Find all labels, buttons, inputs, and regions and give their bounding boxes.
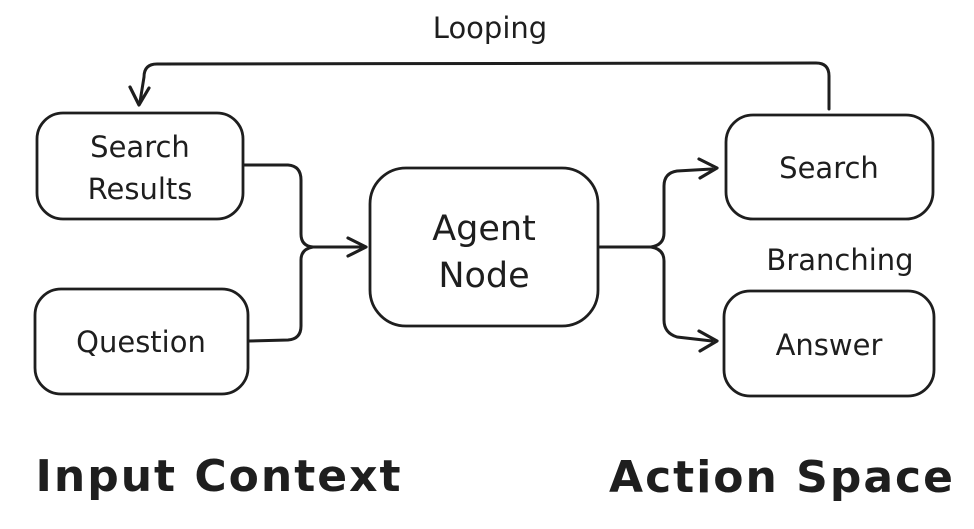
agent-node-label-line1: Agent: [432, 209, 536, 249]
agent-to-search-edge: [649, 167, 714, 249]
agent-to-answer-edge: [649, 245, 714, 343]
agent-in-arrowhead-icon: [346, 236, 368, 258]
answer-in-arrowhead-icon: [697, 329, 719, 353]
search-label: Search: [779, 151, 879, 185]
action-space-caption: Action Space: [609, 452, 955, 503]
agent-node-label-line2: Node: [438, 256, 529, 296]
search-in-arrowhead-icon: [697, 157, 719, 180]
search-node: [724, 113, 935, 221]
nodes-layer: Search Results Question Agent Node Searc…: [33, 111, 936, 398]
question-label: Question: [76, 325, 206, 359]
answer-node: [722, 289, 936, 398]
question-node: [33, 287, 250, 396]
search-results-node: [35, 111, 245, 221]
edges-layer: [128, 61, 831, 353]
search-results-label-line1: Search: [90, 130, 190, 164]
agent-node: [368, 166, 600, 328]
search-results-to-agent-edge: [242, 163, 315, 249]
looping-label: Looping: [433, 11, 547, 45]
search-results-label-line2: Results: [88, 172, 193, 206]
answer-label: Answer: [776, 328, 883, 362]
branching-label: Branching: [766, 243, 913, 277]
question-to-agent-edge: [247, 245, 315, 343]
input-context-caption: Input Context: [36, 451, 403, 502]
looping-arrowhead-icon: [128, 85, 151, 107]
looping-arrow: [138, 61, 831, 111]
annotations-layer: Looping Branching Input Context Action S…: [36, 11, 955, 503]
